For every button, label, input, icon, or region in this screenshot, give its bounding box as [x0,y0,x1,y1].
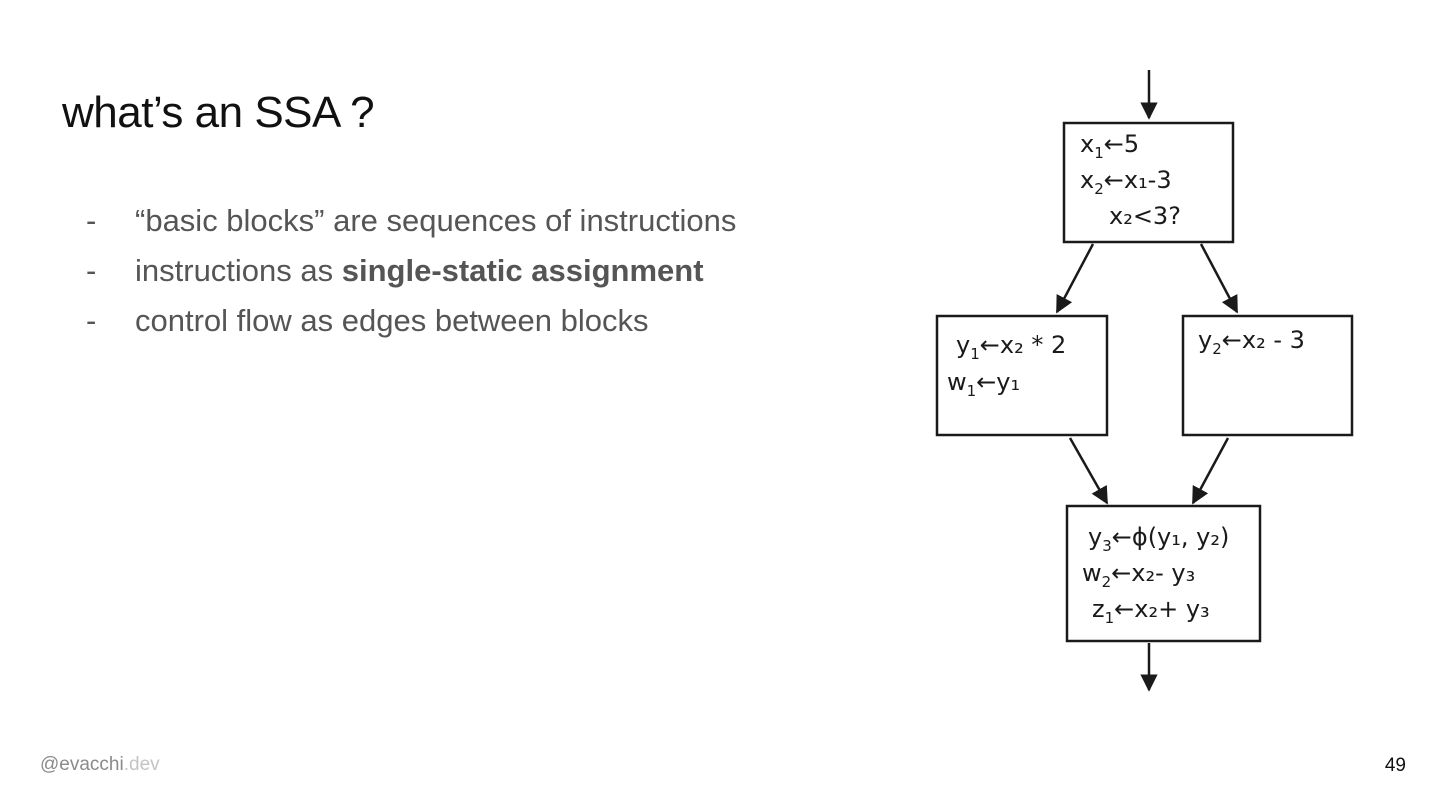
block-merge-line-2: w2←x₂- y₃ [1082,559,1195,591]
bullet-text: instructions as [135,253,342,288]
bullet-bold-text: single-static assignment [341,253,704,288]
block-entry-line-1: x1←5 [1080,130,1139,162]
block-merge-line-1: y3←ϕ(y₁, y₂) [1088,523,1229,555]
block-entry-line-2: x2←x₁-3 [1080,166,1172,198]
page-number: 49 [1384,755,1406,776]
footer-handle: @evacchi.dev [40,754,160,776]
bullet-item: - “basic blocks” are sequences of instru… [86,196,736,246]
bullet-item: - control flow as edges between blocks [86,296,736,346]
footer-handle-name: @evacchi [40,754,124,775]
block-left [935,314,1109,437]
block-left-line-1: y1←x₂ * 2 [956,331,1066,363]
block-merge [1065,504,1262,643]
block-merge-line-3: z1←x₂+ y₃ [1092,595,1210,627]
block-right-line-1: y2←x₂ - 3 [1198,326,1305,358]
bullet-marker: - [86,253,97,288]
edge-entry-left [1055,243,1095,314]
block-right [1181,314,1354,437]
edge-left-merge [1068,437,1109,505]
block-entry [1062,121,1235,244]
cfg-diagram: x1←5 x2←x₁-3 x₂<3? y1←x₂ * 2 w1←y₁ y2←x₂… [935,70,1354,692]
edge-entry-right [1199,243,1239,314]
block-left-line-2: w1←y₁ [947,368,1020,400]
slide-title: what’s an SSA ? [62,88,375,137]
bullet-marker: - [86,203,97,238]
bullet-list: - “basic blocks” are sequences of instru… [86,196,736,346]
bullet-text: control flow as edges between blocks [135,303,649,338]
block-entry-condition: x₂<3? [1109,202,1181,230]
bullet-text: “basic blocks” are sequences of instruct… [135,203,737,238]
footer-handle-tld: .dev [123,754,160,775]
bullet-marker: - [86,303,97,338]
edge-right-merge [1191,437,1230,505]
bullet-item: - instructions as single-static assignme… [86,246,736,296]
